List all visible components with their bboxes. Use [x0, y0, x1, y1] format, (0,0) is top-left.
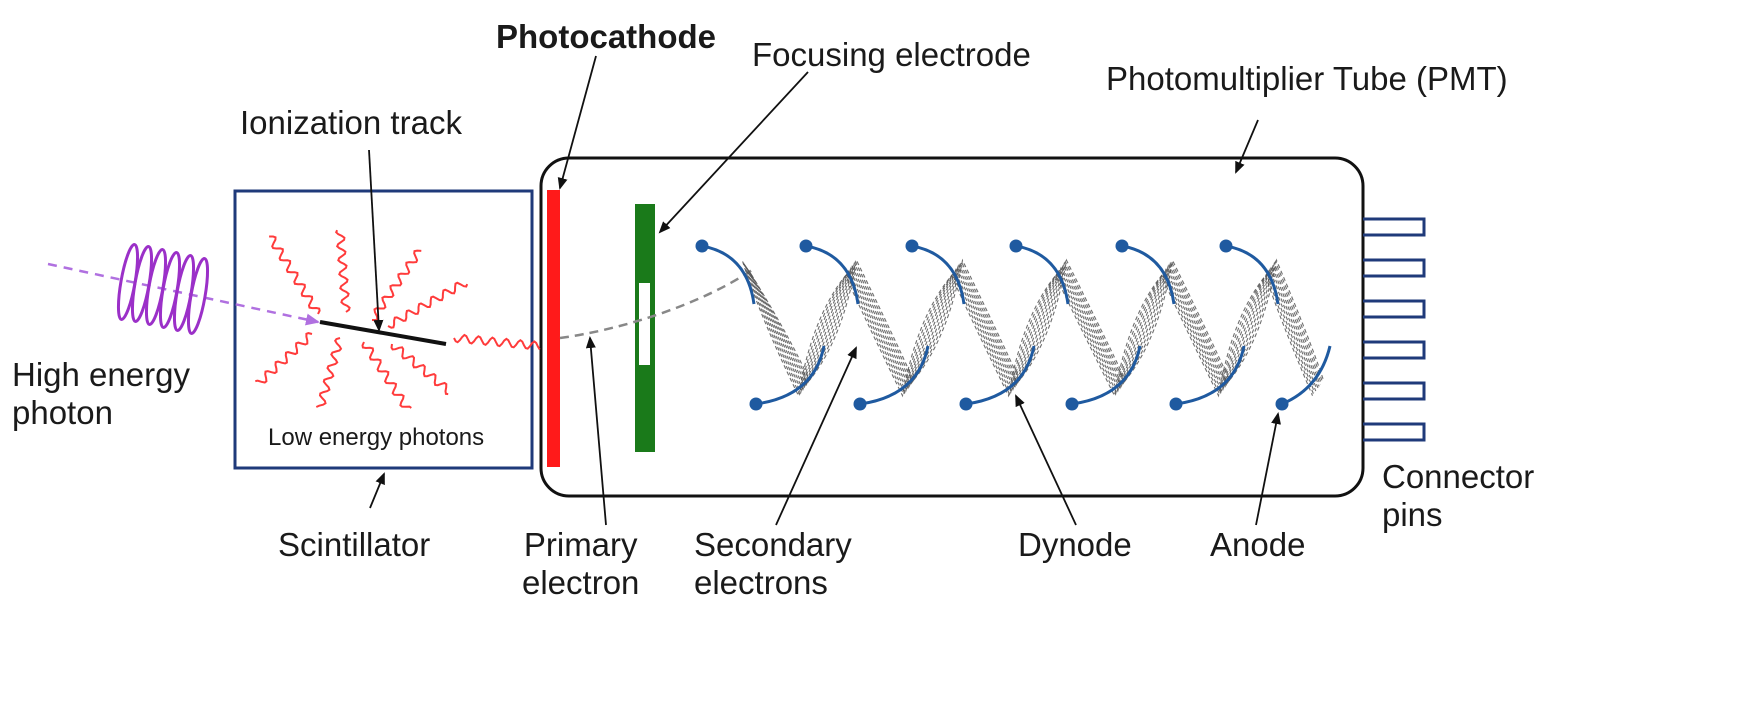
- connector-pins-label: Connector pins: [1382, 458, 1534, 534]
- arrow-primary-electron: [585, 336, 607, 526]
- low-energy-photon-wave: [361, 341, 412, 409]
- arrow-focusing-electrode: [658, 71, 809, 234]
- primary-electron-label-line2: electron: [522, 563, 640, 601]
- arrow-dynode: [1015, 394, 1077, 526]
- secondary-electron-path: [743, 263, 1316, 395]
- secondary-electron-paths: [742, 258, 1325, 398]
- pmt-label: Photomultiplier Tube (PMT): [1106, 60, 1508, 97]
- high-energy-photon-label: High energy photon: [12, 356, 190, 432]
- dynode-top-2: [799, 239, 860, 305]
- dynode-top-4: [1009, 239, 1070, 305]
- low-energy-photon-wave: [269, 235, 321, 315]
- secondary-electron-path: [746, 266, 1319, 390]
- focusing-electrode-label: Focusing electrode: [752, 36, 1031, 73]
- dynode-top-1: [695, 239, 756, 305]
- connector-pins: [1363, 217, 1426, 442]
- low-energy-photons-label: Low energy photons: [268, 424, 485, 451]
- ionization-track: [319, 320, 447, 346]
- secondary-electron-path: [744, 265, 1317, 393]
- high-energy-photon-label-line2: photon: [12, 393, 113, 431]
- secondary-electrons-label: Secondary electrons: [694, 526, 852, 602]
- secondary-electron-path: [750, 259, 1323, 383]
- photocathode-plate: [547, 190, 560, 467]
- dynode-top-6: [1219, 239, 1280, 305]
- dynode-bottom-1: [749, 345, 826, 411]
- leader-arrows: [368, 55, 1281, 526]
- arrow-anode: [1255, 412, 1281, 526]
- connector-pins-label-line2: pins: [1382, 495, 1443, 533]
- high-energy-photon-label-line1: High energy: [12, 356, 190, 393]
- low-energy-photon-wave: [255, 332, 313, 384]
- arrow-pmt: [1235, 119, 1259, 174]
- high-energy-photon-wave: [116, 243, 210, 335]
- low-energy-photon-wave: [315, 337, 343, 408]
- arrow-scintillator: [369, 472, 385, 509]
- arrow-photocathode: [557, 55, 597, 190]
- low-energy-photon-wave: [335, 229, 351, 313]
- low-energy-photon-waves: [255, 229, 541, 409]
- dynode-top-5: [1115, 239, 1176, 305]
- low-energy-photon-wave: [371, 249, 422, 322]
- dynode-bottom-5: [1169, 345, 1246, 411]
- scintillator-label: Scintillator: [278, 526, 431, 563]
- low-energy-photon-wave: [387, 281, 469, 329]
- dynode-top-3: [905, 239, 966, 305]
- primary-electron-label-line1: Primary: [523, 526, 638, 563]
- secondary-electrons-label-line1: Secondary: [694, 526, 852, 563]
- secondary-electrons-label-line2: electrons: [694, 563, 828, 601]
- pmt-tube-body: [539, 156, 1365, 498]
- dynode-bottom-3: [959, 345, 1036, 411]
- arrow-secondary-electrons: [775, 346, 857, 526]
- low-energy-photon-wave: [453, 333, 541, 351]
- high-energy-photon-path: [47, 262, 320, 326]
- secondary-electron-path: [748, 263, 1321, 387]
- low-energy-photon-wave: [390, 343, 449, 396]
- dynode-label: Dynode: [1018, 526, 1132, 563]
- anode-label: Anode: [1210, 526, 1306, 563]
- connector-pins-label-line1: Connector: [1382, 458, 1535, 495]
- dynode-bottom-4: [1065, 345, 1142, 411]
- scintillator-box: [233, 189, 534, 470]
- primary-electron-label: Primary electron: [522, 526, 639, 602]
- anode: [1275, 345, 1332, 411]
- primary-electron-path: [559, 268, 753, 340]
- dynode-bottom-2: [853, 345, 930, 411]
- photocathode-label: Photocathode: [496, 18, 716, 55]
- focusing-electrode-aperture: [639, 283, 650, 365]
- dynodes: [695, 239, 1280, 411]
- arrow-ionization-track: [368, 149, 384, 332]
- ionization-track-label: Ionization track: [240, 104, 462, 141]
- secondary-electron-path: [742, 261, 1314, 398]
